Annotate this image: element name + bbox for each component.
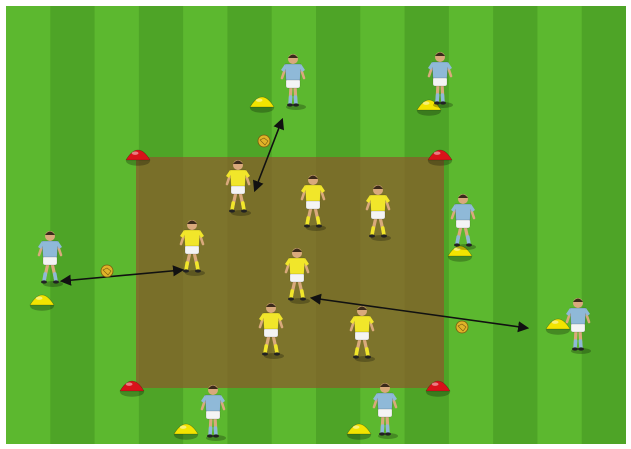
ball-icon (258, 135, 270, 147)
pitch-stripe (493, 6, 537, 444)
ball-icon (101, 265, 113, 277)
pitch-stripe (50, 6, 94, 444)
pitch-stripe (582, 6, 626, 444)
ball-icon (456, 321, 468, 333)
